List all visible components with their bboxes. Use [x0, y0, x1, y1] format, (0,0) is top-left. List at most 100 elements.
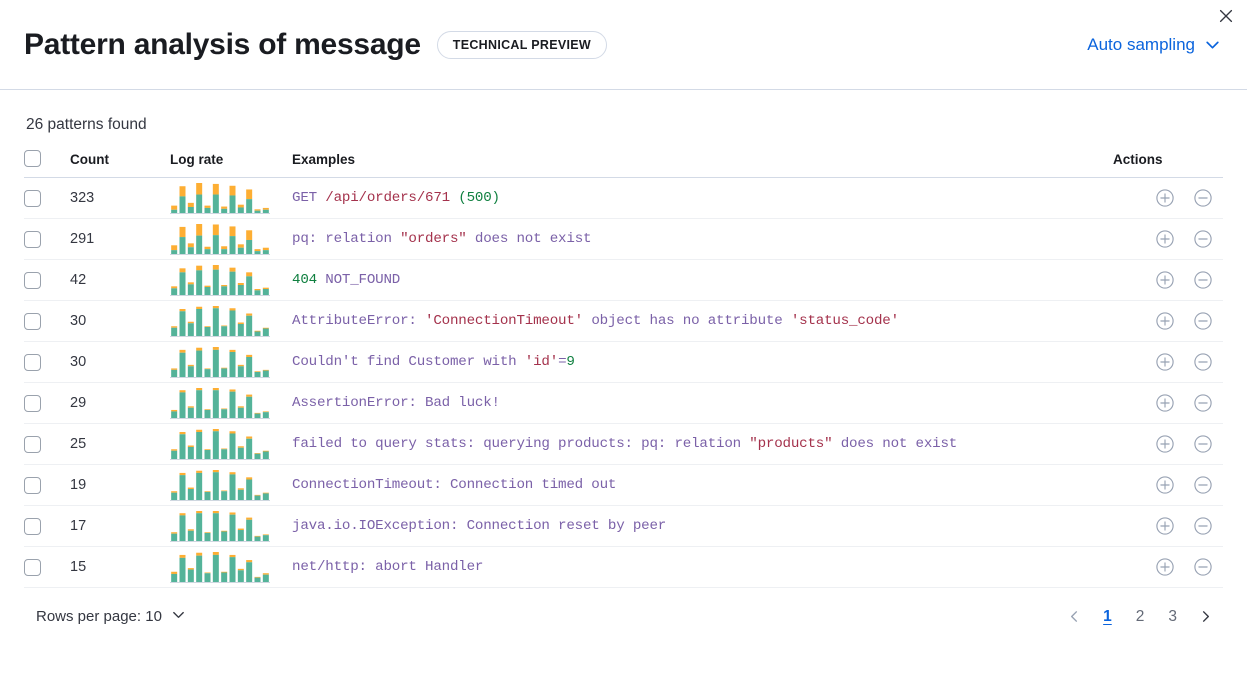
table-row[interactable]: 17 java.io.IOException: Connection reset… [24, 505, 1223, 547]
filter-in-button[interactable] [1155, 311, 1175, 331]
filter-in-button[interactable] [1155, 352, 1175, 372]
row-checkbox[interactable] [24, 271, 41, 289]
filter-out-button[interactable] [1193, 516, 1213, 536]
row-checkbox[interactable] [24, 517, 41, 535]
filter-in-button[interactable] [1155, 475, 1175, 495]
row-example-cell: AssertionError: Bad luck! [292, 382, 1113, 424]
circle-minus-icon [1193, 189, 1213, 211]
table-body: 323 GET /api/orders/671 (500) 291 pq: re… [24, 177, 1223, 588]
row-actions [1113, 434, 1223, 454]
table-row[interactable]: 19 ConnectionTimeout: Connection timed o… [24, 464, 1223, 506]
filter-out-button[interactable] [1193, 393, 1213, 413]
filter-in-button[interactable] [1155, 434, 1175, 454]
filter-out-button[interactable] [1193, 229, 1213, 249]
row-log-rate [170, 423, 292, 465]
pagination-next-button[interactable] [1192, 605, 1219, 628]
row-checkbox[interactable] [24, 312, 41, 330]
example-token: 'ConnectionTimeout' [425, 313, 583, 329]
example-token: (500) [458, 190, 500, 206]
row-example-text: net/http: abort Handler [292, 559, 1113, 575]
filter-out-button[interactable] [1193, 352, 1213, 372]
row-count: 17 [70, 505, 170, 547]
auto-sampling-label: Auto sampling [1087, 34, 1195, 54]
th-examples: Examples [292, 150, 1113, 178]
auto-sampling-button[interactable]: Auto sampling [1085, 31, 1223, 59]
row-actions-cell [1113, 464, 1223, 506]
row-actions [1113, 393, 1223, 413]
table-row[interactable]: 323 GET /api/orders/671 (500) [24, 177, 1223, 219]
row-checkbox[interactable] [24, 435, 41, 453]
row-checkbox[interactable] [24, 558, 41, 576]
table-row[interactable]: 30 Couldn't find Customer with 'id'=9 [24, 341, 1223, 383]
filter-in-button[interactable] [1155, 516, 1175, 536]
filter-out-button[interactable] [1193, 475, 1213, 495]
close-button[interactable] [1212, 3, 1240, 31]
row-checkbox[interactable] [24, 353, 41, 371]
circle-plus-icon [1155, 353, 1175, 375]
th-actions: Actions [1113, 150, 1223, 178]
row-checkbox[interactable] [24, 189, 41, 207]
table-row[interactable]: 25 failed to query stats: querying produ… [24, 423, 1223, 465]
dialog-header: Pattern analysis of message TECHNICAL PR… [0, 0, 1247, 90]
circle-plus-icon [1155, 312, 1175, 334]
filter-out-button[interactable] [1193, 270, 1213, 290]
pagination-page-2[interactable]: 2 [1127, 606, 1154, 628]
filter-out-button[interactable] [1193, 557, 1213, 577]
row-actions [1113, 516, 1223, 536]
filter-in-button[interactable] [1155, 188, 1175, 208]
filter-out-button[interactable] [1193, 434, 1213, 454]
table-header: Count Log rate Examples Actions [24, 150, 1223, 178]
pagination-prev-button[interactable] [1061, 605, 1088, 628]
row-count: 25 [70, 423, 170, 465]
row-checkbox-wrap [24, 230, 70, 248]
row-actions [1113, 557, 1223, 577]
pagination-page-1[interactable]: 1 [1094, 606, 1121, 628]
circle-plus-icon [1155, 558, 1175, 580]
example-token: ConnectionTimeout: Connection timed out [292, 477, 617, 493]
example-token: net/http: abort Handler [292, 559, 484, 575]
row-checkbox[interactable] [24, 394, 41, 412]
row-checkbox-wrap [24, 476, 70, 494]
filter-out-button[interactable] [1193, 311, 1213, 331]
circle-minus-icon [1193, 353, 1213, 375]
row-actions-cell [1113, 423, 1223, 465]
row-checkbox-wrap [24, 394, 70, 412]
rows-per-page-button[interactable]: Rows per page: 10 [34, 605, 188, 628]
row-example-text: ConnectionTimeout: Connection timed out [292, 477, 1113, 493]
filter-out-button[interactable] [1193, 188, 1213, 208]
example-token: NOT_FOUND [316, 272, 401, 288]
table-row[interactable]: 291 pq: relation "orders" does not exist [24, 218, 1223, 260]
table-row[interactable]: 15 net/http: abort Handler [24, 546, 1223, 588]
row-log-rate [170, 177, 292, 219]
row-checkbox[interactable] [24, 476, 41, 494]
row-example-cell: GET /api/orders/671 (500) [292, 177, 1113, 219]
row-actions [1113, 270, 1223, 290]
filter-in-button[interactable] [1155, 393, 1175, 413]
table-row[interactable]: 30 AttributeError: 'ConnectionTimeout' o… [24, 300, 1223, 342]
row-actions-cell [1113, 341, 1223, 383]
circle-minus-icon [1193, 558, 1213, 580]
row-select-cell [24, 546, 70, 588]
circle-minus-icon [1193, 476, 1213, 498]
row-log-rate [170, 464, 292, 506]
row-example-text: 404 NOT_FOUND [292, 272, 1113, 288]
page-title: Pattern analysis of message [24, 27, 421, 61]
table-row[interactable]: 29 AssertionError: Bad luck! [24, 382, 1223, 424]
row-log-rate [170, 505, 292, 547]
row-select-cell [24, 259, 70, 301]
example-token: AssertionError: Bad luck! [292, 395, 500, 411]
filter-in-button[interactable] [1155, 270, 1175, 290]
circle-plus-icon [1155, 517, 1175, 539]
row-checkbox[interactable] [24, 230, 41, 248]
chevron-down-icon [1204, 36, 1221, 53]
filter-in-button[interactable] [1155, 229, 1175, 249]
select-all-checkbox[interactable] [24, 150, 41, 167]
example-token: failed to query stats: querying products… [292, 436, 750, 452]
row-count: 19 [70, 464, 170, 506]
filter-in-button[interactable] [1155, 557, 1175, 577]
pagination-page-3[interactable]: 3 [1159, 606, 1186, 628]
table-row[interactable]: 42 404 NOT_FOUND [24, 259, 1223, 301]
table-header-row: Count Log rate Examples Actions [24, 150, 1223, 178]
row-count: 42 [70, 259, 170, 301]
